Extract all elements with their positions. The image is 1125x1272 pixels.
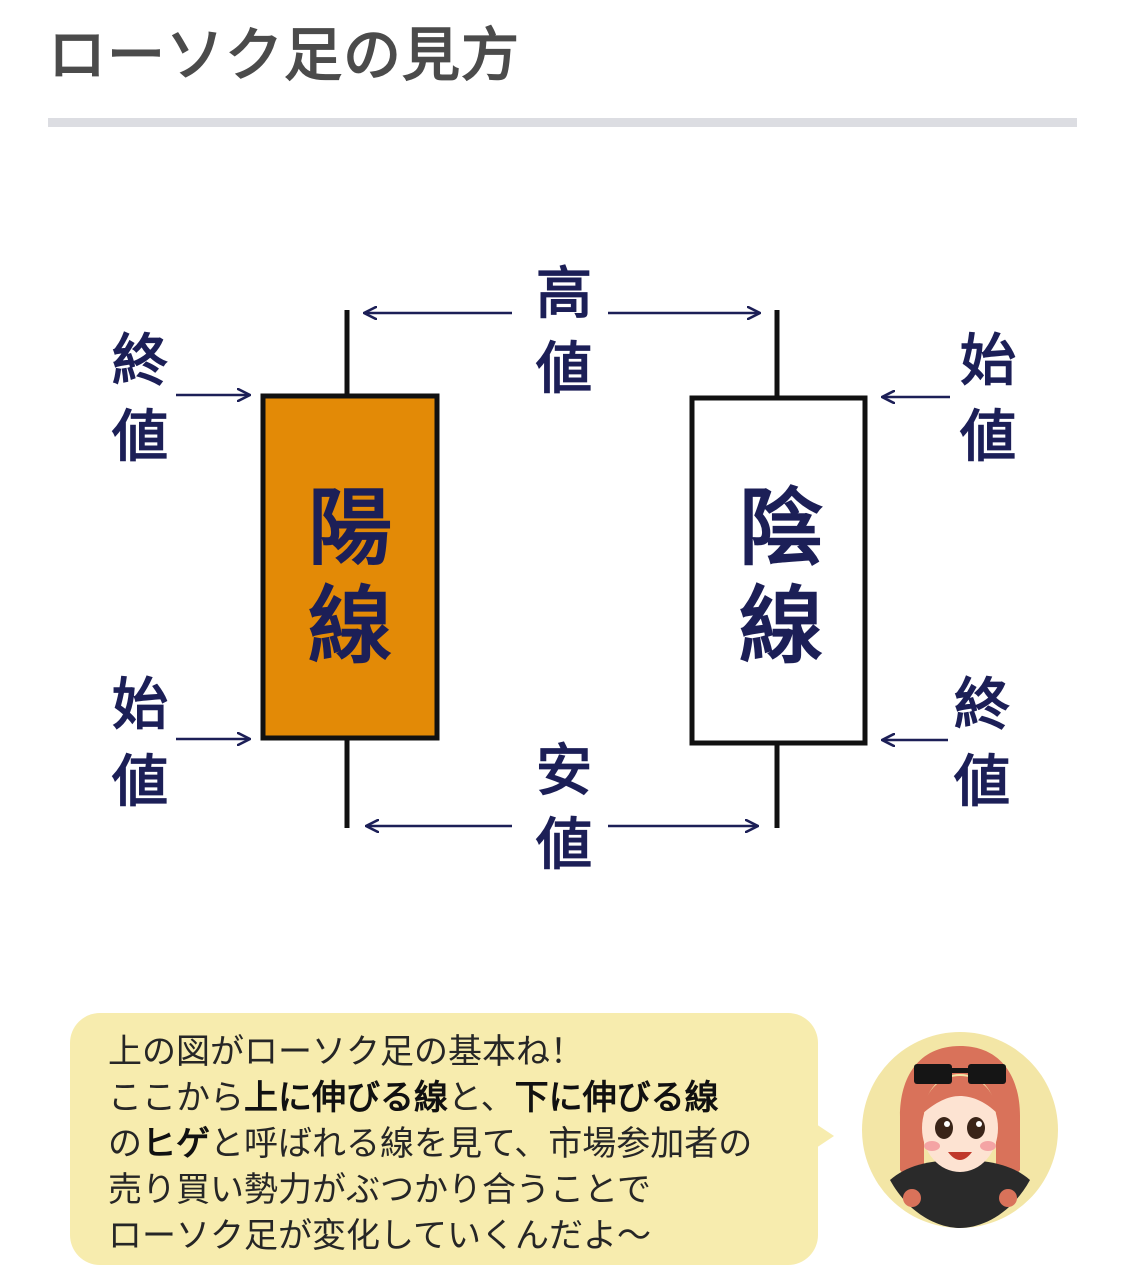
- speech-bubble: 上の図がローソク足の基本ね！ここから上に伸びる線と、下に伸びる線のヒゲと呼ばれる…: [70, 1013, 818, 1265]
- bearish-label-char-2: 線: [739, 577, 823, 675]
- speech-text: 上の図がローソク足の基本ね！: [108, 1032, 584, 1072]
- speech-line: 売り買い勢力がぶつかり合うことで: [108, 1167, 818, 1213]
- speech-emphasis: 上に伸びる線: [244, 1078, 448, 1118]
- girl-character-avatar-icon: [860, 1030, 1060, 1230]
- bearish-close-char-2: 値: [953, 750, 1010, 815]
- high-label-char-1: 高: [536, 262, 592, 327]
- bullish-open-char-1: 始: [112, 673, 168, 738]
- speech-line: のヒゲと呼ばれる線を見て、市場参加者の: [108, 1121, 818, 1167]
- speech-line: ここから上に伸びる線と、下に伸びる線: [108, 1075, 818, 1121]
- bullish-close-char-1: 終: [112, 329, 168, 394]
- speech-line: ローソク足が変化していくんだよ〜: [108, 1213, 818, 1259]
- speech-line: 上の図がローソク足の基本ね！: [108, 1029, 818, 1075]
- low-label-char-2: 値: [535, 813, 592, 878]
- speech-text: ローソク足が変化していくんだよ〜: [108, 1216, 651, 1256]
- bearish-open-char-2: 値: [959, 405, 1016, 470]
- speech-text: と、: [448, 1078, 515, 1118]
- bearish-open-char-1: 始: [960, 329, 1016, 394]
- speech-text: と呼ばれる線を見て、市場参加者の: [210, 1124, 752, 1164]
- bullish-label-char-2: 線: [308, 577, 392, 675]
- bearish-close-char-1: 終: [954, 673, 1010, 738]
- speech-emphasis: 下に伸びる線: [515, 1078, 719, 1118]
- bullish-close-char-2: 値: [111, 405, 168, 470]
- speech-text: の: [108, 1124, 142, 1164]
- low-label-char-1: 安: [536, 739, 592, 804]
- speech-text: 売り買い勢力がぶつかり合うことで: [108, 1170, 651, 1210]
- speech-emphasis: ヒゲ: [142, 1124, 210, 1164]
- speech-text: ここから: [108, 1078, 244, 1118]
- high-label-char-2: 値: [535, 337, 592, 402]
- bearish-label-char-1: 陰: [739, 479, 823, 577]
- candlestick-diagram: 陽 線 陰 線 高 値 安 値 終 値 始 値 始 値 終 値: [0, 0, 1125, 1000]
- bullish-label-char-1: 陽: [308, 479, 392, 577]
- bullish-open-char-2: 値: [111, 750, 168, 815]
